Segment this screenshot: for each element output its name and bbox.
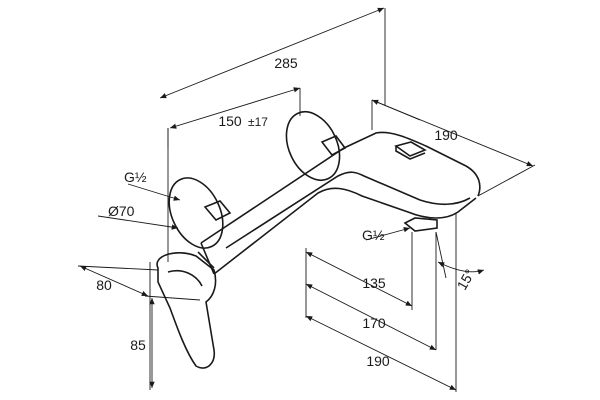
dimension-labels: 285 150 ±17 190 G½ Ø70 80 85 G½ 135 170 …: [96, 55, 478, 369]
lever-handle: [156, 252, 217, 369]
label-150-tolerance: ±17: [248, 115, 268, 129]
label-190-bottom: 190: [366, 353, 390, 369]
label-diameter-70: Ø70: [108, 203, 135, 219]
label-85: 85: [130, 337, 146, 353]
label-g-half-inlet: G½: [124, 169, 147, 185]
label-285: 285: [274, 55, 298, 71]
dim-80-line: [79, 265, 149, 297]
label-15-degrees: 15°: [453, 266, 477, 292]
label-g-half-outlet: G½: [362, 227, 385, 243]
dim-190-top-line: [371, 99, 534, 167]
label-190-top: 190: [434, 127, 458, 143]
label-80: 80: [96, 277, 112, 293]
dimension-lines: [77, 7, 536, 392]
dim-190-bottom-line: [305, 315, 457, 391]
faucet-outline: [156, 111, 481, 369]
left-flange: [168, 177, 224, 249]
dim-150-line: [169, 87, 301, 129]
dim-285-line: [159, 7, 385, 99]
label-135: 135: [362, 275, 386, 291]
label-170: 170: [362, 315, 386, 331]
dim-135-line: [305, 251, 413, 307]
label-150: 150: [218, 113, 242, 129]
